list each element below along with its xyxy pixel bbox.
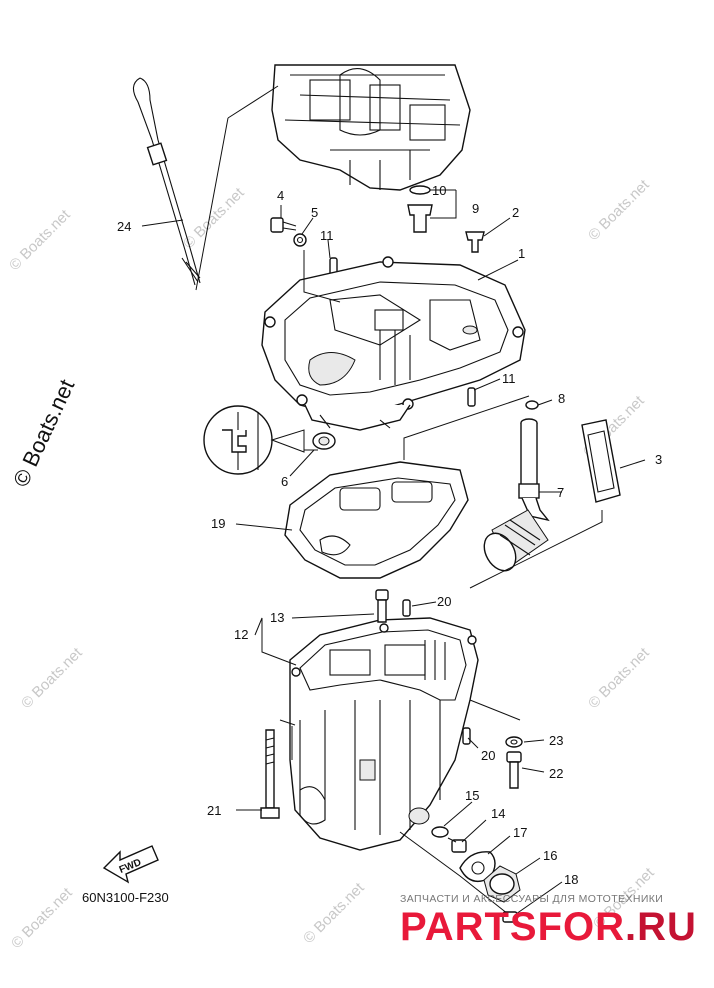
part-number-labels: 1 2 3 4 5 6 7 8 9 10 11 11 12 13 14 15 1… (117, 183, 662, 887)
part-number: 1 (518, 246, 525, 261)
part-number: 23 (549, 733, 563, 748)
part-number: 14 (491, 806, 505, 821)
part-20-dowel (402, 599, 411, 617)
gasket-19 (284, 461, 469, 579)
part-4-bolt (270, 217, 297, 233)
part-number: 20 (481, 748, 495, 763)
part-13-fitting (375, 589, 389, 623)
part-10-oring (409, 185, 431, 195)
part-number: 22 (549, 766, 563, 781)
part-number: 20 (437, 594, 451, 609)
part-2-plug (465, 231, 485, 253)
engine-block-fragment (271, 64, 471, 191)
part-8-clip (525, 400, 539, 410)
fwd-arrow-icon: FWD (102, 845, 159, 884)
part-17-gasket (459, 851, 496, 882)
part-number: 24 (117, 219, 131, 234)
brand-tagline: ЗАПЧАСТИ И АКСЕССУАРЫ ДЛЯ МОТОТЕХНИКИ (400, 893, 664, 905)
part-22-bolt (506, 751, 522, 789)
part-23-washer (505, 736, 523, 748)
dipstick-24 (132, 77, 201, 286)
part-number: 11 (320, 228, 334, 243)
part-3-plate (581, 419, 621, 503)
brand-name: PARTSFOR (400, 905, 626, 949)
part-number: 16 (543, 848, 557, 863)
part-number: 4 (277, 188, 284, 203)
part-number: 3 (655, 452, 662, 467)
part-14-bolt (447, 837, 467, 853)
part-21-bolt (260, 729, 280, 819)
brand-domain: .RU (625, 905, 697, 949)
brand-logo[interactable]: PARTSFOR.RU (400, 905, 697, 950)
part-number: 5 (311, 205, 318, 220)
part-number: 21 (207, 803, 221, 818)
part-number: 13 (270, 610, 284, 625)
part-number: 19 (211, 516, 225, 531)
oil-pan-12 (289, 617, 479, 851)
part-number: 7 (557, 485, 564, 500)
part-15-washer (431, 826, 449, 838)
part-number: 11 (502, 371, 516, 386)
exhaust-guide-1 (261, 256, 526, 431)
part-20-dowel (462, 727, 471, 745)
part-18-bolt (502, 911, 518, 923)
part-9-pipe (407, 204, 433, 233)
oil-strainer-7 (483, 418, 550, 572)
drawing-code: 60N3100-F230 (82, 890, 169, 905)
seal-orientation-inset (203, 405, 305, 475)
part-11-dowel (467, 387, 476, 407)
part-5-washer (293, 233, 307, 247)
part-number: 9 (472, 201, 479, 216)
part-number: 8 (558, 391, 565, 406)
leader-lines (141, 85, 646, 915)
part-number: 12 (234, 627, 248, 642)
part-number: 6 (281, 474, 288, 489)
part-16-cover (483, 865, 521, 903)
part-number: 15 (465, 788, 479, 803)
part-number: 17 (513, 825, 527, 840)
part-6-seal (312, 432, 336, 450)
part-number: 10 (432, 183, 446, 198)
part-number: 2 (512, 205, 519, 220)
part-number: 18 (564, 872, 578, 887)
